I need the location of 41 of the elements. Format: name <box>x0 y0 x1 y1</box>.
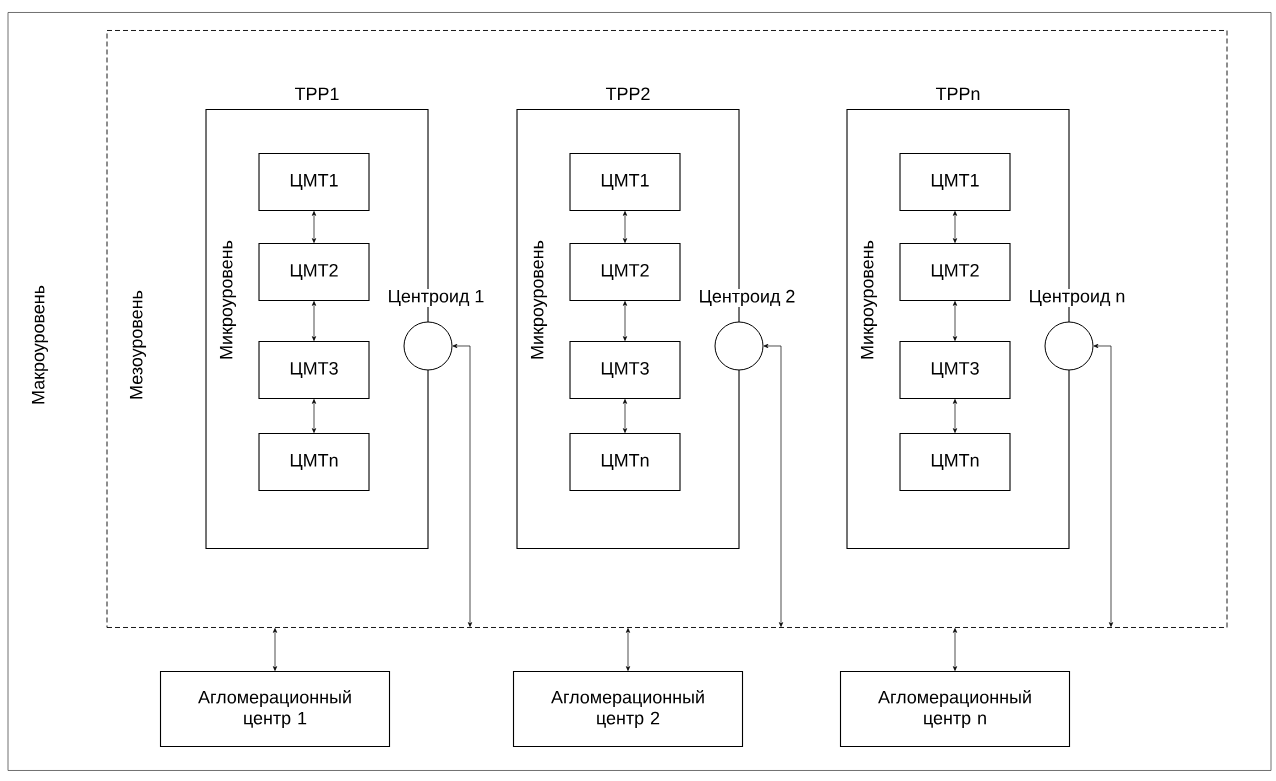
arrow <box>622 399 628 433</box>
centroid-label: Центроид n <box>1027 288 1127 308</box>
process-box: ЦМТn <box>258 432 370 492</box>
process-box: ЦМТ1 <box>569 152 681 212</box>
box-heading: ТРР1 <box>295 87 339 100</box>
arrow <box>952 399 958 433</box>
arrow <box>272 628 278 671</box>
level-label: Мезоуровень <box>129 290 147 399</box>
process-box: ЦМТ3 <box>569 340 681 400</box>
arrow <box>311 211 317 243</box>
arrow <box>452 343 473 627</box>
process-box: ЦМТ3 <box>258 340 370 400</box>
process-box: ЦМТ3 <box>899 340 1011 400</box>
level-label: Микроуровень <box>860 240 878 359</box>
arrow <box>311 301 317 341</box>
process-box: ЦМТ1 <box>899 152 1011 212</box>
process-box: ЦМТ2 <box>569 242 681 302</box>
process-box: ЦМТ1 <box>258 152 370 212</box>
arrow <box>952 211 958 243</box>
arrow <box>952 301 958 341</box>
center-box: Агломерационный центр n <box>839 670 1071 748</box>
arrow <box>763 343 784 627</box>
arrow <box>952 628 958 671</box>
arrow <box>311 399 317 433</box>
arrow <box>1093 343 1114 627</box>
centroid-label: Центроид 1 <box>386 288 486 308</box>
process-box: ЦМТn <box>899 432 1011 492</box>
arrow <box>622 211 628 243</box>
level-label: Макроуровень <box>31 285 49 404</box>
arrow <box>622 301 628 341</box>
center-box: Агломерационный центр 2 <box>512 670 744 748</box>
process-box: ЦМТ2 <box>899 242 1011 302</box>
arrow <box>625 628 631 671</box>
process-box: ЦМТn <box>569 432 681 492</box>
process-box: ЦМТ2 <box>258 242 370 302</box>
centroid-label: Центроид 2 <box>697 288 797 308</box>
box-heading: ТРРn <box>936 87 980 100</box>
level-label: Микроуровень <box>530 240 548 359</box>
level-label: Микроуровень <box>219 240 237 359</box>
box-heading: ТРР2 <box>606 87 650 100</box>
center-box: Агломерационный центр 1 <box>159 670 391 748</box>
